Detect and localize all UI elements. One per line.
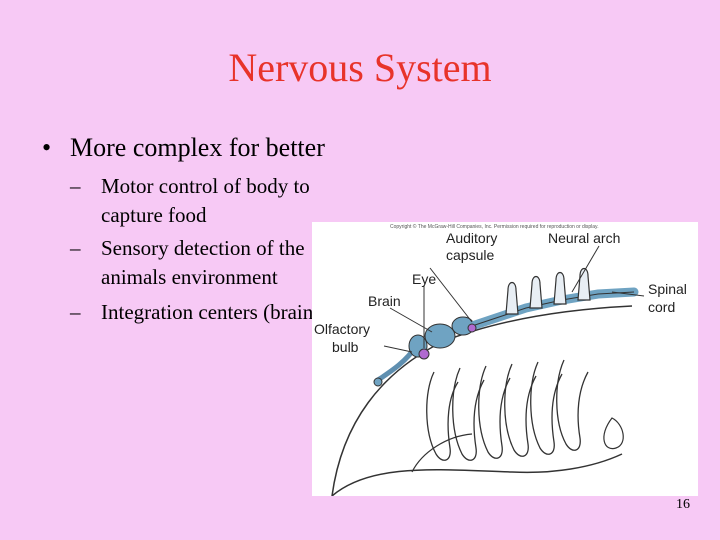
head-outline-top: [331, 305, 633, 496]
main-bullet-text: More complex for better: [70, 133, 325, 162]
label-neural-arch: Neural arch: [548, 230, 620, 246]
sub-bullet-motor: – Motor control of body to capture food: [70, 172, 370, 230]
label-olfactory: Olfactory: [314, 321, 370, 337]
sub-bullet-marker: –: [70, 300, 81, 324]
page-number: 16: [676, 497, 690, 512]
sub-bullet-text: Integration centers (brain): [101, 300, 321, 324]
slide-title: Nervous System: [228, 45, 492, 90]
label-bulb: bulb: [332, 339, 359, 355]
label-eye: Eye: [412, 271, 436, 287]
spinal-cord-shape: [467, 287, 639, 331]
forebrain-shape: [424, 323, 456, 349]
leader-lines: [383, 245, 645, 353]
sub-bullet-marker: –: [70, 236, 81, 260]
sub-bullet-text: Sensory detection of the animals environ…: [101, 236, 305, 289]
main-bullet: • More complex for better: [42, 133, 325, 163]
sub-bullet-integration: – Integration centers (brain): [70, 298, 370, 327]
gill-arches: [426, 359, 589, 461]
copyright-text: Copyright © The McGraw-Hill Companies, I…: [390, 223, 599, 230]
olfactory-tip: [373, 377, 383, 387]
sub-bullet-text: Motor control of body to capture food: [101, 174, 310, 227]
nervous-system-diagram: Copyright © The McGraw-Hill Companies, I…: [312, 222, 698, 496]
gill-flap: [603, 417, 624, 450]
label-auditory: Auditory: [446, 230, 497, 246]
diagram-svg: Copyright © The McGraw-Hill Companies, I…: [314, 223, 687, 496]
eye-shape: [418, 348, 430, 360]
sub-bullet-sensory: – Sensory detection of the animals envir…: [70, 234, 370, 292]
label-capsule: capsule: [446, 247, 494, 263]
label-cord: cord: [648, 299, 675, 315]
head-outline-bottom: [331, 453, 623, 496]
jaw-line: [411, 433, 473, 473]
auditory-capsule-shape: [467, 323, 477, 333]
bullet-marker: •: [42, 133, 52, 162]
sub-bullet-marker: –: [70, 174, 81, 198]
label-spinal: Spinal: [648, 281, 687, 297]
label-brain: Brain: [368, 293, 401, 309]
